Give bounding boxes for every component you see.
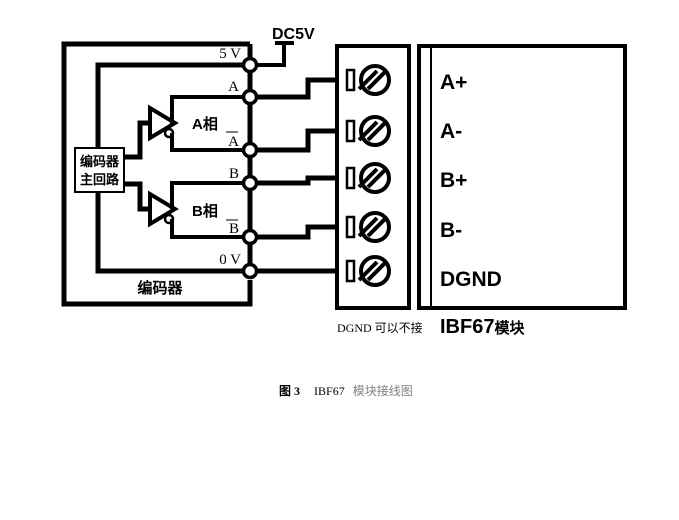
terminal-dgnd [345, 255, 391, 287]
module-title-cjk: 模块 [494, 319, 525, 337]
wire-b-bar-to-b-minus [257, 224, 338, 240]
screw-slot-line [366, 167, 388, 189]
wire-phase-a-input [124, 120, 150, 160]
phase-a-buffer-icon [148, 104, 179, 142]
wire-5v-internal [95, 62, 243, 148]
screw-slot-line [357, 120, 379, 142]
terminal-slot-icon [345, 215, 356, 239]
pin-label-a: A [228, 79, 239, 95]
node-0v [241, 262, 259, 280]
phase-b-label: B相 [192, 202, 218, 220]
encoder-box [61, 41, 253, 307]
node-a-bar [241, 141, 259, 159]
screw-slot-line [366, 260, 388, 282]
wire-dc5v [257, 44, 286, 67]
screw-slot-line [357, 69, 379, 91]
terminal-slot-icon [345, 68, 356, 92]
screw-slot-line [366, 69, 388, 91]
encoder-title: 编码器 [137, 279, 183, 297]
screw-slot-line [357, 260, 379, 282]
phase-b-buffer-icon [148, 190, 179, 228]
module-terminal-label-a-plus: A+ [440, 71, 467, 94]
pin-label-b-bar: B [229, 221, 239, 237]
wire-a-bar-to-a-minus [257, 128, 338, 153]
phase-a-label: A相 [192, 115, 218, 133]
node-b [241, 174, 259, 192]
terminal-slot-icon [345, 119, 356, 143]
dgnd-note: DGND 可以不接 [337, 320, 423, 335]
screw-slot-line [366, 216, 388, 238]
terminal-b-minus [345, 211, 391, 243]
encoder-main-circuit-label-1: 编码器 [80, 154, 120, 169]
figure-number: 图 3 [279, 384, 300, 398]
module-title: IBF67模块 [440, 316, 525, 338]
pin-label-0v: 0 V [219, 252, 241, 268]
wire-phase-a-bar-out [170, 133, 243, 152]
terminal-screws [345, 64, 391, 287]
module-terminal-label-a-minus: A- [440, 120, 462, 143]
wire-phase-b-out [170, 181, 243, 209]
module-terminal-label-b-plus: B+ [440, 169, 467, 192]
module-terminal-label-dgnd: DGND [440, 268, 502, 291]
module-box [417, 44, 627, 310]
wire-phase-b-bar-out [170, 219, 243, 239]
module-title-latin: IBF67 [440, 316, 494, 338]
external-wires [257, 77, 338, 274]
screw-slot-line [357, 167, 379, 189]
wire-0v-internal [95, 192, 243, 274]
figure-caption: 图 3 IBF67 模块接线图 [279, 383, 413, 398]
screw-slot-line [357, 216, 379, 238]
wire-a-to-a-plus [257, 77, 338, 100]
pin-label-5v: 5 V [219, 46, 241, 62]
terminal-a-minus [345, 115, 391, 147]
encoder-main-circuit-label-2: 主回路 [80, 172, 120, 187]
terminal-a-plus [345, 64, 391, 96]
node-b-bar [241, 228, 259, 246]
pin-label-a-bar: A [228, 134, 239, 150]
dc5v-label: DC5V [272, 26, 315, 43]
terminal-slot-icon [345, 166, 356, 190]
encoder-terminal-nodes [241, 56, 259, 280]
figure-model: IBF67 [314, 384, 345, 398]
module-terminal-label-b-minus: B- [440, 219, 462, 242]
encoder-main-circuit-box [74, 147, 125, 193]
terminal-b-plus [345, 162, 391, 194]
pin-label-b: B [229, 166, 239, 182]
wire-phase-a-out [170, 95, 243, 125]
node-5v [241, 56, 259, 74]
node-a [241, 88, 259, 106]
wire-b-to-b-plus [257, 175, 338, 186]
screw-slot-line [366, 120, 388, 142]
terminal-slot-icon [345, 259, 356, 283]
figure-caption-text: 模块接线图 [353, 383, 413, 398]
wire-phase-b-input [124, 181, 150, 212]
